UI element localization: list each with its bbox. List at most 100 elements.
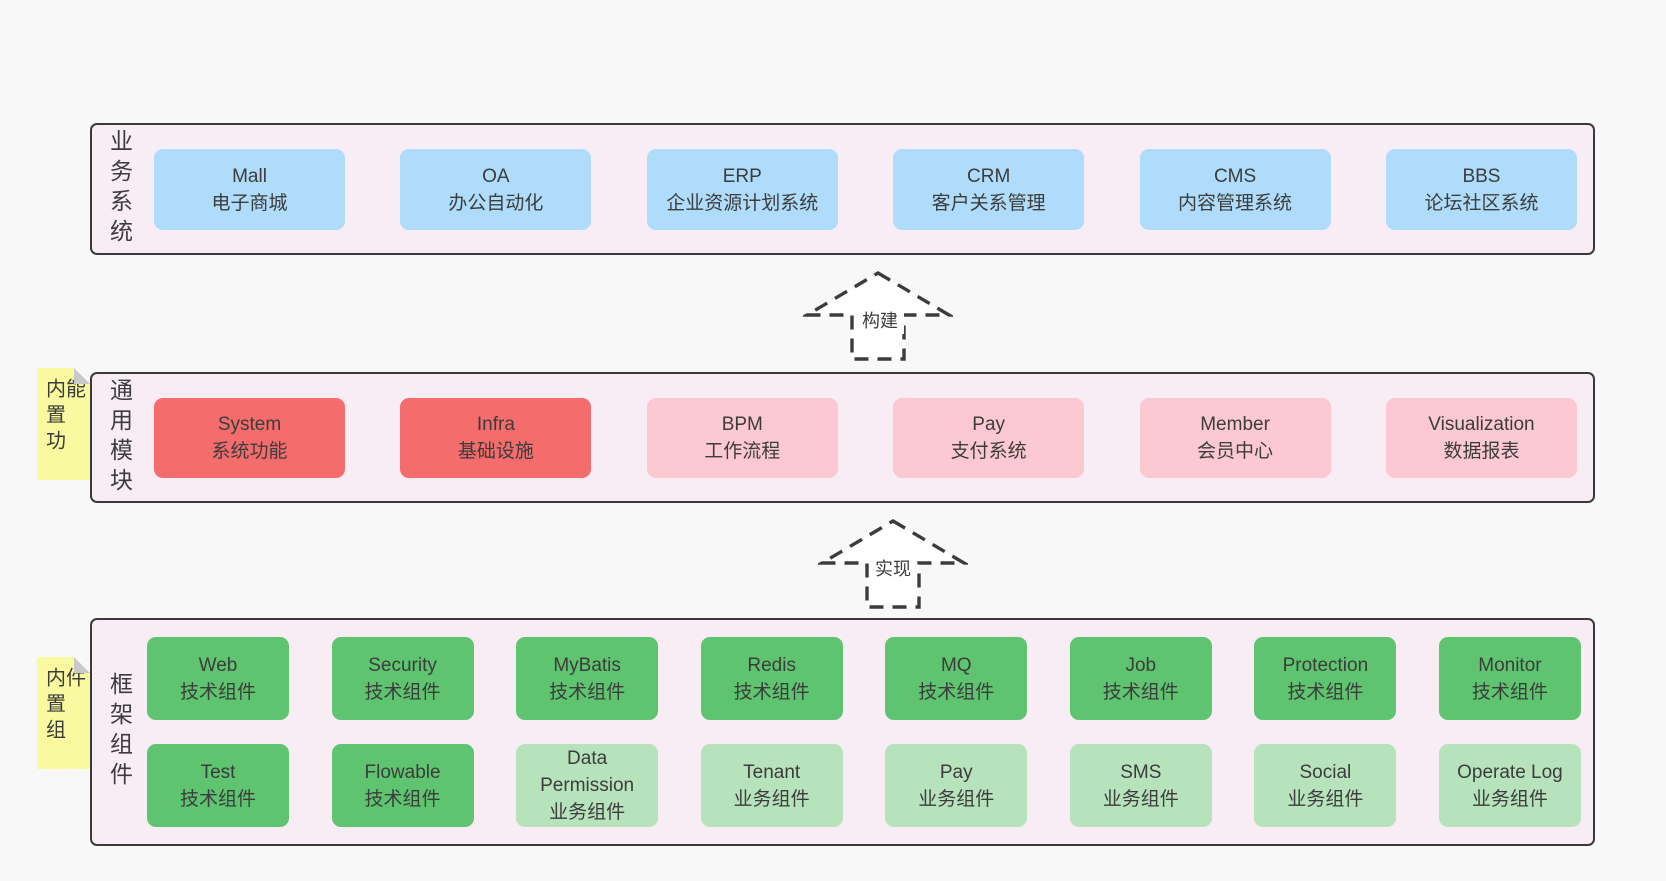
box-pay-component: Pay 业务组件 bbox=[885, 744, 1028, 827]
business-row: Mall 电子商城 OA 办公自动化 ERP 企业资源计划系统 CRM 客户关系… bbox=[154, 149, 1577, 230]
box-tenant: Tenant 业务组件 bbox=[700, 744, 843, 827]
box-bpm: BPM 工作流程 bbox=[646, 398, 838, 478]
box-title: Test bbox=[200, 761, 236, 783]
box-subtitle: 系统功能 bbox=[211, 441, 288, 462]
box-subtitle: 技术组件 bbox=[1471, 681, 1548, 703]
box-title: MyBatis bbox=[553, 654, 621, 676]
panel-business-systems: 业务系统 Mall 电子商城 OA 办公自动化 ERP 企业资源计划系统 CRM… bbox=[90, 123, 1595, 255]
box-member: Member 会员中心 bbox=[1139, 398, 1331, 478]
panel-common-modules: 通用模块 System 系统功能 Infra 基础设施 BPM 工作流程 Pay… bbox=[90, 372, 1595, 503]
box-social: Social 业务组件 bbox=[1254, 744, 1397, 827]
box-subtitle: 技术组件 bbox=[733, 681, 810, 703]
box-title: Social bbox=[1299, 761, 1352, 783]
box-subtitle: 业务组件 bbox=[549, 802, 626, 823]
panel-modules-label: 通用模块 bbox=[98, 374, 140, 501]
panel-components-label: 框架组件 bbox=[98, 620, 140, 844]
box-erp: ERP 企业资源计划系统 bbox=[646, 149, 838, 230]
box-visualization: Visualization 数据报表 bbox=[1385, 398, 1577, 478]
box-title: Pay bbox=[939, 761, 973, 783]
box-test: Test 技术组件 bbox=[147, 744, 289, 827]
box-cms: CMS 内容管理系统 bbox=[1139, 149, 1331, 230]
box-subtitle: 客户关系管理 bbox=[931, 192, 1046, 214]
sticky-note-builtin-features: 内置功能 bbox=[37, 368, 90, 480]
box-subtitle: 内容管理系统 bbox=[1178, 192, 1293, 214]
box-subtitle: 业务组件 bbox=[1287, 788, 1364, 810]
box-title: Security bbox=[368, 654, 437, 676]
arrow-implement-label: 实现 bbox=[869, 554, 917, 582]
arrow-build-label: 构建 bbox=[856, 306, 904, 334]
box-subtitle: 技术组件 bbox=[179, 681, 256, 703]
box-flowable: Flowable 技术组件 bbox=[331, 744, 474, 827]
box-title: Tenant bbox=[743, 761, 801, 783]
sticky-note-text: 内置组件 bbox=[42, 667, 85, 745]
box-title: Infra bbox=[476, 414, 515, 435]
box-subtitle: 基础设施 bbox=[457, 441, 534, 462]
box-sms: SMS 业务组件 bbox=[1069, 744, 1212, 827]
panel-modules-label-text: 通用模块 bbox=[106, 377, 133, 498]
box-subtitle: 论坛社区系统 bbox=[1424, 192, 1539, 214]
box-title: Pay bbox=[972, 414, 1006, 435]
box-title: BBS bbox=[1462, 165, 1501, 187]
box-title: MQ bbox=[940, 654, 972, 676]
panel-business-label: 业务系统 bbox=[98, 125, 140, 253]
box-title: SMS bbox=[1120, 761, 1162, 783]
box-subtitle: 业务组件 bbox=[918, 788, 995, 810]
box-subtitle: 工作流程 bbox=[704, 441, 781, 462]
sticky-note-builtin-components: 内置组件 bbox=[37, 657, 90, 769]
box-subtitle: 技术组件 bbox=[1102, 681, 1179, 703]
box-subtitle: 技术组件 bbox=[364, 788, 441, 810]
box-subtitle: 业务组件 bbox=[1471, 788, 1548, 810]
box-data-permission: Data Permission 业务组件 bbox=[516, 744, 659, 827]
box-title: Member bbox=[1200, 414, 1270, 435]
box-subtitle: 数据报表 bbox=[1443, 441, 1520, 462]
sticky-note-text: 内置功能 bbox=[42, 378, 85, 456]
box-subtitle: 技术组件 bbox=[364, 681, 441, 703]
box-title: Job bbox=[1125, 654, 1157, 676]
box-mall: Mall 电子商城 bbox=[154, 149, 345, 230]
box-title: Monitor bbox=[1478, 654, 1542, 676]
box-mybatis: MyBatis 技术组件 bbox=[516, 637, 659, 720]
modules-row: System 系统功能 Infra 基础设施 BPM 工作流程 Pay 支付系统… bbox=[154, 398, 1577, 478]
panel-framework-components: 框架组件 Web 技术组件 Security 技术组件 MyBatis 技术组件… bbox=[90, 618, 1595, 846]
box-monitor: Monitor 技术组件 bbox=[1438, 637, 1581, 720]
box-title: Mall bbox=[232, 165, 267, 187]
box-pay-module: Pay 支付系统 bbox=[893, 398, 1085, 478]
box-title: System bbox=[217, 414, 282, 435]
box-crm: CRM 客户关系管理 bbox=[893, 149, 1085, 230]
box-title: Protection bbox=[1282, 654, 1369, 676]
box-subtitle: 电子商城 bbox=[211, 192, 288, 214]
components-row-1: Web 技术组件 Security 技术组件 MyBatis 技术组件 Redi… bbox=[147, 637, 1581, 720]
box-web: Web 技术组件 bbox=[147, 637, 289, 720]
box-protection: Protection 技术组件 bbox=[1254, 637, 1397, 720]
box-operate-log: Operate Log 业务组件 bbox=[1438, 744, 1581, 827]
box-title: CMS bbox=[1213, 165, 1257, 187]
box-title: Data Permission bbox=[540, 748, 635, 796]
box-subtitle: 会员中心 bbox=[1197, 441, 1274, 462]
box-job: Job 技术组件 bbox=[1069, 637, 1212, 720]
components-row-2: Test 技术组件 Flowable 技术组件 Data Permission … bbox=[147, 744, 1581, 827]
box-mq: MQ 技术组件 bbox=[885, 637, 1028, 720]
box-system: System 系统功能 bbox=[154, 398, 345, 478]
box-security: Security 技术组件 bbox=[331, 637, 474, 720]
box-title: CRM bbox=[967, 165, 1011, 187]
box-subtitle: 业务组件 bbox=[733, 788, 810, 810]
box-subtitle: 技术组件 bbox=[179, 788, 256, 810]
box-infra: Infra 基础设施 bbox=[400, 398, 592, 478]
box-title: ERP bbox=[722, 165, 762, 187]
box-subtitle: 技术组件 bbox=[918, 681, 995, 703]
box-redis: Redis 技术组件 bbox=[700, 637, 843, 720]
box-subtitle: 业务组件 bbox=[1102, 788, 1179, 810]
box-title: Operate Log bbox=[1457, 761, 1563, 783]
box-oa: OA 办公自动化 bbox=[400, 149, 592, 230]
box-title: Web bbox=[198, 654, 238, 676]
panel-business-label-text: 业务系统 bbox=[106, 129, 133, 249]
box-title: Flowable bbox=[364, 761, 441, 783]
box-subtitle: 企业资源计划系统 bbox=[666, 192, 819, 214]
box-title: Visualization bbox=[1428, 414, 1535, 435]
box-subtitle: 技术组件 bbox=[1287, 681, 1364, 703]
box-subtitle: 办公自动化 bbox=[448, 192, 544, 214]
box-bbs: BBS 论坛社区系统 bbox=[1385, 149, 1577, 230]
box-subtitle: 技术组件 bbox=[549, 681, 626, 703]
panel-components-label-text: 框架组件 bbox=[106, 672, 133, 792]
box-title: BPM bbox=[721, 414, 763, 435]
